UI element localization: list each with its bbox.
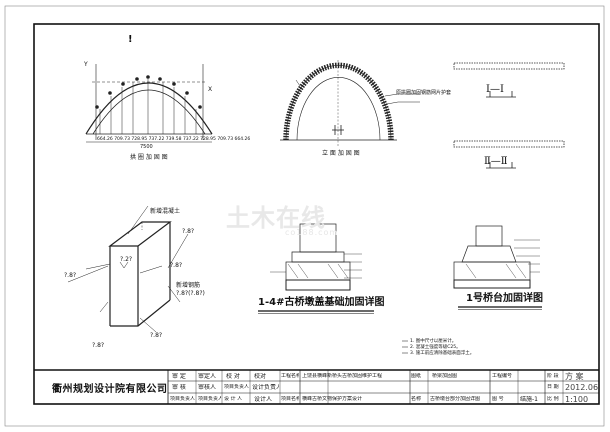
- drawing-frame: [33, 23, 600, 405]
- prism-right-label-2: ?.8?: [170, 262, 183, 269]
- abutment-detail-drawing: [453, 225, 540, 289]
- tb-value-drawing: 桥梁加固图: [432, 373, 458, 379]
- abutment-detail-title: 1号桥台加固详图: [466, 293, 543, 304]
- prism-top-label: 新增混凝土: [150, 208, 181, 215]
- watermark-logo: 土木在线: [226, 204, 326, 232]
- prism-hatch-label-2: ?.8?(?.8?): [176, 290, 205, 297]
- section-mark-one: Ⅰ—Ⅰ: [486, 84, 504, 95]
- arch-elevation-drawing: [85, 64, 213, 143]
- tb-label-designer: 设 计 人: [224, 396, 243, 402]
- arch-elevation-caption: 拱 圈 加 固 图: [130, 154, 168, 161]
- section-mark-two: Ⅱ—Ⅱ: [484, 156, 508, 167]
- tb-label-date: 日 期: [547, 384, 559, 390]
- prism-bottom-right: ?.8?: [150, 332, 163, 339]
- pier-note-2: 2. 混凝土强度等级C25。: [410, 345, 461, 350]
- tb-value-item: 横峰古桥文物保护方案设计: [302, 396, 363, 402]
- tb-label-stage: 阶 段: [547, 373, 559, 379]
- arch-right-label: X: [208, 86, 213, 93]
- tb-value-design-lead: 设计负责人: [252, 384, 279, 391]
- tb-label-scale: 比 例: [547, 396, 559, 402]
- tb-label-item: 项目名称: [281, 396, 299, 402]
- arch-dim-values: 664.26 709.73 728.95 737.22 739.58 737.2…: [97, 137, 251, 142]
- tb-value-project: 上饶县横峰新桥头古桥加固维护工程: [302, 373, 383, 379]
- prism-right-label-1: ?.8?: [182, 228, 195, 235]
- section-rebar-strips: [453, 62, 565, 169]
- outer-border: [4, 5, 605, 427]
- tb-label-project-lead: 项目负责人: [170, 396, 195, 402]
- tb-value-review: 审核人: [198, 384, 217, 391]
- tb-value-sheet-no: 结施-1: [520, 396, 538, 403]
- arch-section-caption: 立 面 加 固 图: [322, 150, 360, 157]
- tb-value-date: 2012.06: [565, 383, 599, 392]
- arch-section-drawing: [280, 60, 420, 146]
- arch-section-callout: 原拱圈加固钢筋网片护套: [396, 90, 452, 96]
- arch-left-label: Y: [84, 61, 88, 68]
- tb-value-stage: 方 案: [565, 372, 584, 381]
- tb-value-designer: 设计人: [254, 396, 273, 403]
- tb-label-project-no: 工程编号: [492, 373, 513, 379]
- tb-label-review: 审 核: [172, 384, 186, 391]
- tb-label-check: 校 对: [226, 373, 240, 380]
- watermark-domain: co188.com: [285, 228, 339, 237]
- prism-drawing: [67, 205, 189, 333]
- arch-total-dim: 7500: [140, 144, 153, 150]
- tb-label-design-lead: 项目负责人: [224, 384, 249, 390]
- title-block-grid: [34, 369, 599, 404]
- tb-label-drawing: 图纸: [411, 373, 422, 379]
- tb-value-name: 古桥墩台部分加固详图: [430, 396, 481, 402]
- pier-detail-drawing: [270, 223, 408, 354]
- tb-label-sheet-no: 图 号: [492, 396, 504, 402]
- prism-hatch-label-1: 新增钢筋: [176, 282, 201, 289]
- pier-note-1: 1. 图中尺寸以厘米计。: [410, 339, 457, 344]
- tb-value-scale: 1:100: [565, 395, 589, 404]
- tb-value-project-lead: 项目负责人: [198, 396, 221, 402]
- prism-center-label: ?.2?: [120, 256, 133, 263]
- tb-value-check: 校对: [254, 373, 267, 380]
- tb-value-approve: 审定人: [198, 373, 217, 380]
- company-name: 衢州规划设计院有限公司: [52, 384, 168, 395]
- prism-bottom-left: ?.8?: [92, 342, 105, 349]
- arch-elevation-mark: !: [128, 34, 133, 45]
- pier-detail-title: 1-4#古桥墩盖基础加固详图: [258, 297, 385, 308]
- tb-label-approve: 审 定: [172, 373, 186, 380]
- prism-left-label: ?.8?: [64, 272, 77, 279]
- tb-label-project: 工程名称: [281, 373, 299, 379]
- tb-label-name: 名称: [411, 396, 422, 402]
- pier-note-3: 3. 施工前应清除基础表面浮土。: [410, 351, 475, 356]
